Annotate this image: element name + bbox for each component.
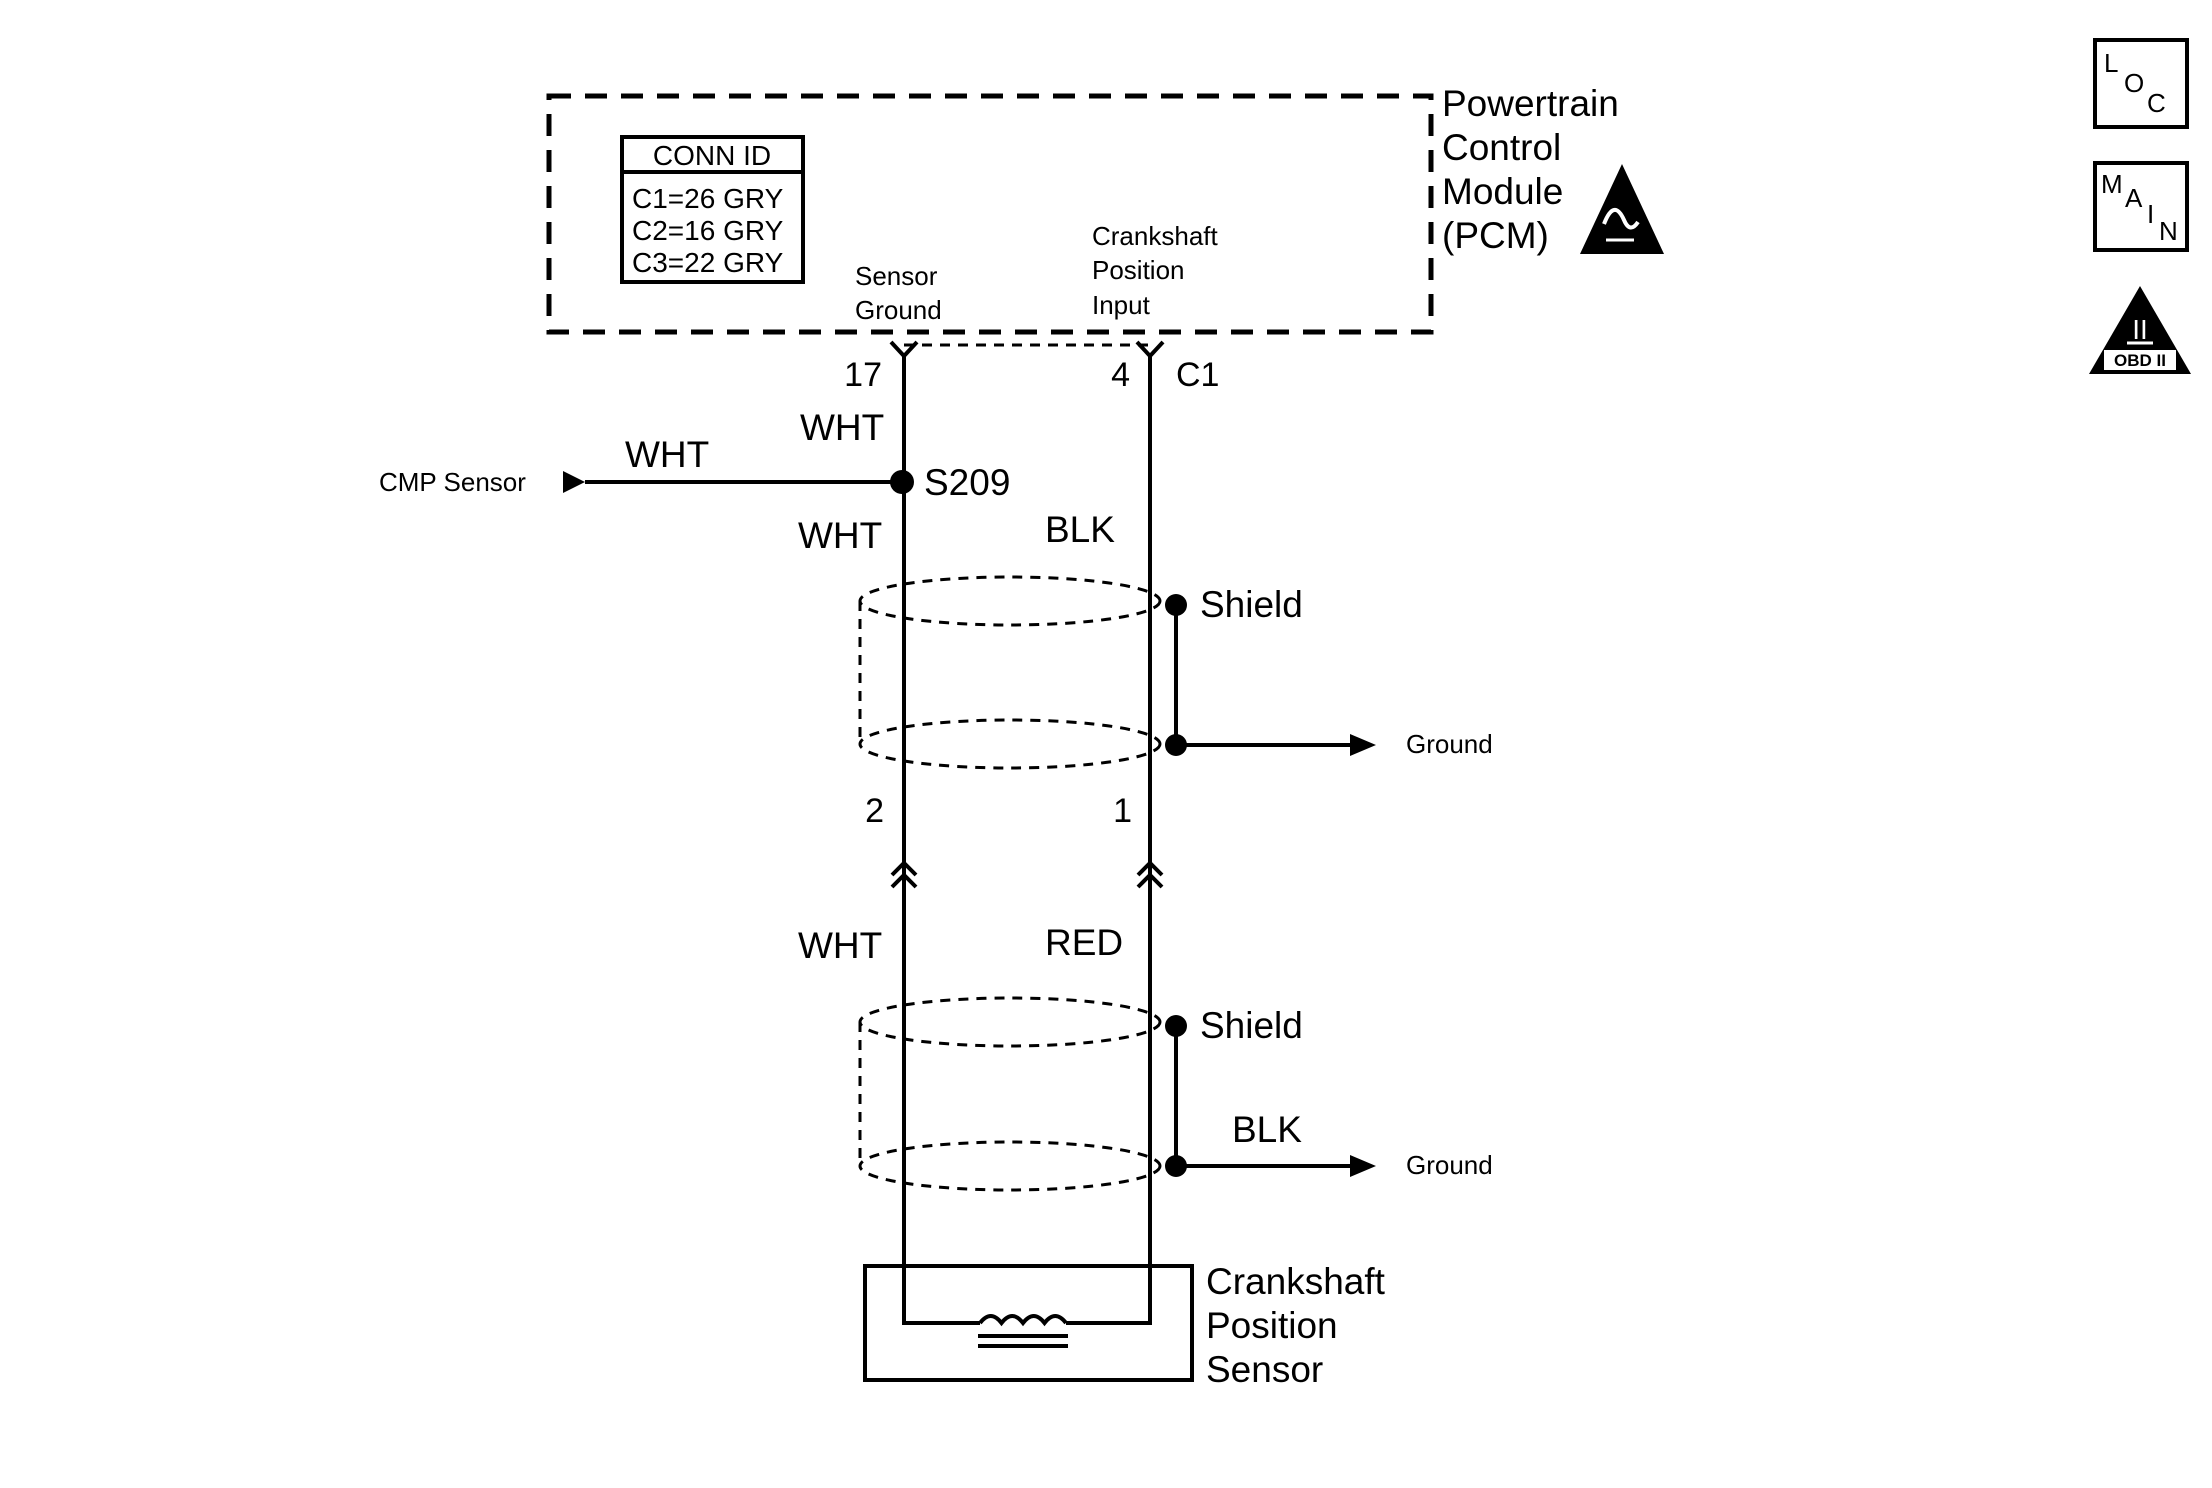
svg-text:L: L: [2104, 48, 2118, 78]
connector-c1-label: C1: [1176, 356, 1219, 394]
conn-id-row: C1=26 GRY: [632, 183, 784, 214]
pcm-title-line-1: Powertrain: [1442, 83, 1619, 124]
wire-color-label: WHT: [625, 434, 709, 475]
ckp-input-label: Input: [1092, 290, 1151, 320]
ckp-sensor-label: Crankshaft: [1206, 1261, 1386, 1302]
wire-color-label: BLK: [1045, 509, 1115, 550]
loc-nav-icon[interactable]: L O C: [2093, 38, 2189, 129]
ground-label: Ground: [1406, 1150, 1493, 1180]
svg-text:C: C: [2147, 88, 2166, 118]
harness-pin-label: 2: [865, 792, 884, 830]
wire-color-label: RED: [1045, 922, 1123, 963]
shield-label: Shield: [1200, 1005, 1303, 1046]
conn-id-row: C2=16 GRY: [632, 215, 784, 246]
inline-connector-mark: [1136, 860, 1164, 889]
wire-color-label: WHT: [798, 515, 882, 556]
obd-ii-nav-icon[interactable]: II OBD II: [2089, 286, 2191, 374]
sensor-ground-label: Sensor: [855, 261, 938, 291]
ckp-input-label: Crankshaft: [1092, 221, 1218, 251]
conn-id-header: CONN ID: [653, 140, 771, 171]
ckp-sensor-label: Sensor: [1206, 1349, 1323, 1390]
conn-id-box: CONN ID C1=26 GRY C2=16 GRY C3=22 GRY: [620, 135, 805, 284]
splice-s209: [890, 470, 914, 494]
svg-text:OBD II: OBD II: [2114, 351, 2166, 370]
pcm-title-line-2: Control: [1442, 127, 1561, 168]
connector-pin-mark: [1135, 340, 1165, 359]
main-nav-icon[interactable]: M A I N: [2093, 161, 2189, 252]
svg-text:II: II: [2132, 314, 2148, 345]
upper-shield-cylinder: [858, 575, 1162, 770]
pcm-boundary: [546, 93, 1434, 335]
lower-shield-cylinder: [858, 996, 1162, 1192]
wire-color-label: WHT: [800, 407, 884, 448]
ckp-sensor-internal-wiring: [902, 1266, 1152, 1325]
wire-color-label: WHT: [798, 925, 882, 966]
ckp-input-label: Position: [1092, 255, 1185, 285]
cmp-sensor-arrow: [563, 471, 585, 493]
ckp-sensor-label: Position: [1206, 1305, 1338, 1346]
svg-text:M: M: [2101, 169, 2123, 199]
sensor-ground-label: Ground: [855, 295, 942, 325]
svg-text:A: A: [2125, 183, 2143, 213]
shield-label: Shield: [1200, 584, 1303, 625]
pcm-title-line-4: (PCM): [1442, 215, 1549, 256]
harness-pin-label: 1: [1113, 792, 1132, 830]
ckp-sensor-box: [863, 1264, 1194, 1382]
svg-text:I: I: [2147, 199, 2154, 229]
cmp-sensor-label: CMP Sensor: [379, 467, 526, 497]
coil-icon: [978, 1314, 1068, 1348]
wire-color-label: BLK: [1232, 1109, 1302, 1150]
ground-arrow: [1350, 1155, 1376, 1177]
pcm-title-line-3: Module: [1442, 171, 1563, 212]
ground-label: Ground: [1406, 729, 1493, 759]
conn-id-row: C3=22 GRY: [632, 247, 784, 278]
esd-warning-icon: [1580, 164, 1664, 254]
ground-arrow: [1350, 734, 1376, 756]
svg-text:N: N: [2159, 216, 2178, 246]
splice-s209-label: S209: [924, 462, 1010, 503]
pin-4-label: 4: [1111, 356, 1130, 394]
inline-connector-mark: [890, 860, 918, 889]
svg-text:O: O: [2124, 68, 2144, 98]
pin-17-label: 17: [844, 356, 882, 394]
